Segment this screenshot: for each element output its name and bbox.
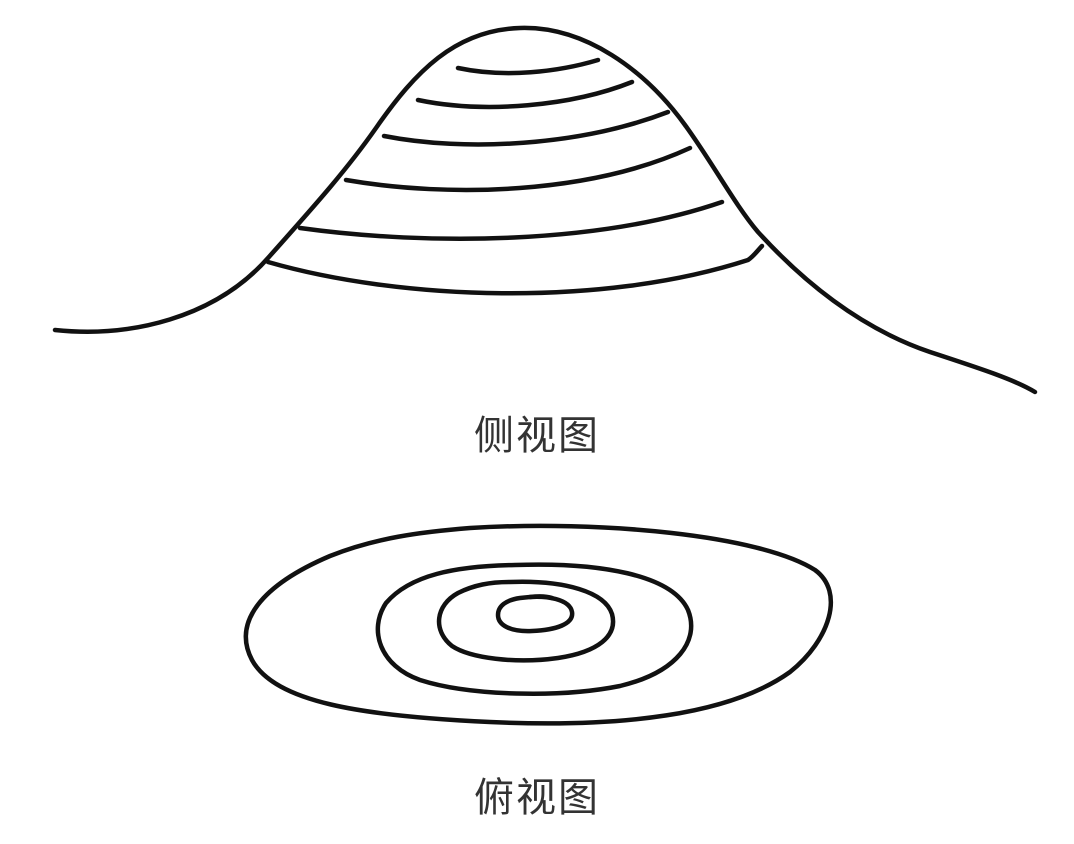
- side-view-caption: 侧视图: [474, 413, 600, 459]
- side-contour-line-1: [455, 57, 601, 76]
- top-contour-ring-3: [436, 579, 616, 663]
- side-contour-line-5: [297, 199, 725, 242]
- top-contour-ring-inner-mark: [527, 594, 555, 601]
- side-contour-line-4: [343, 145, 693, 193]
- side-view-drawing: [52, 25, 1038, 395]
- top-view-drawing: [243, 523, 833, 726]
- top-contour-ring-2: [375, 562, 694, 696]
- side-contour-line-6: [265, 243, 765, 296]
- top-contour-ring-outer: [243, 523, 833, 726]
- top-view-caption: 俯视图: [474, 775, 600, 821]
- side-contour-line-3: [381, 109, 671, 147]
- top-contour-ring-inner: [495, 594, 575, 634]
- mountain-outline: [52, 25, 1038, 395]
- side-contour-line-2: [415, 79, 635, 110]
